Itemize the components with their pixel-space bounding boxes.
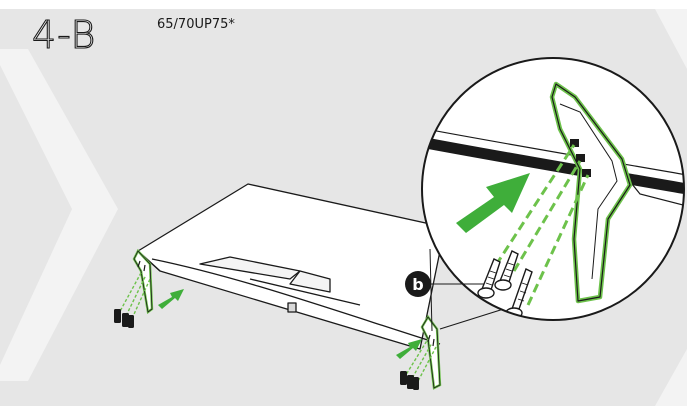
callout-label: b: [412, 275, 423, 294]
model-label: 65/70UP75*: [157, 17, 235, 32]
chevron-right-icon: [655, 9, 687, 406]
tv-body: [137, 183, 463, 350]
detail-zoom: [421, 57, 685, 321]
zoom-connector: [429, 248, 433, 332]
screw-icon: [403, 338, 437, 386]
step-title: 4-B: [31, 13, 97, 57]
screw-icon: [400, 371, 419, 390]
screw-icon: [114, 309, 134, 328]
callout-badge: [405, 271, 431, 297]
push-arrow-icon: [456, 173, 530, 233]
stand-icon: [420, 314, 442, 390]
zoom-connector: [439, 306, 511, 330]
push-arrow-icon: [158, 289, 184, 309]
screw-icon: [117, 270, 151, 324]
illustration-panel: b: [0, 9, 687, 406]
push-arrow-icon: [396, 339, 422, 359]
chevron-right-icon: [0, 49, 118, 381]
